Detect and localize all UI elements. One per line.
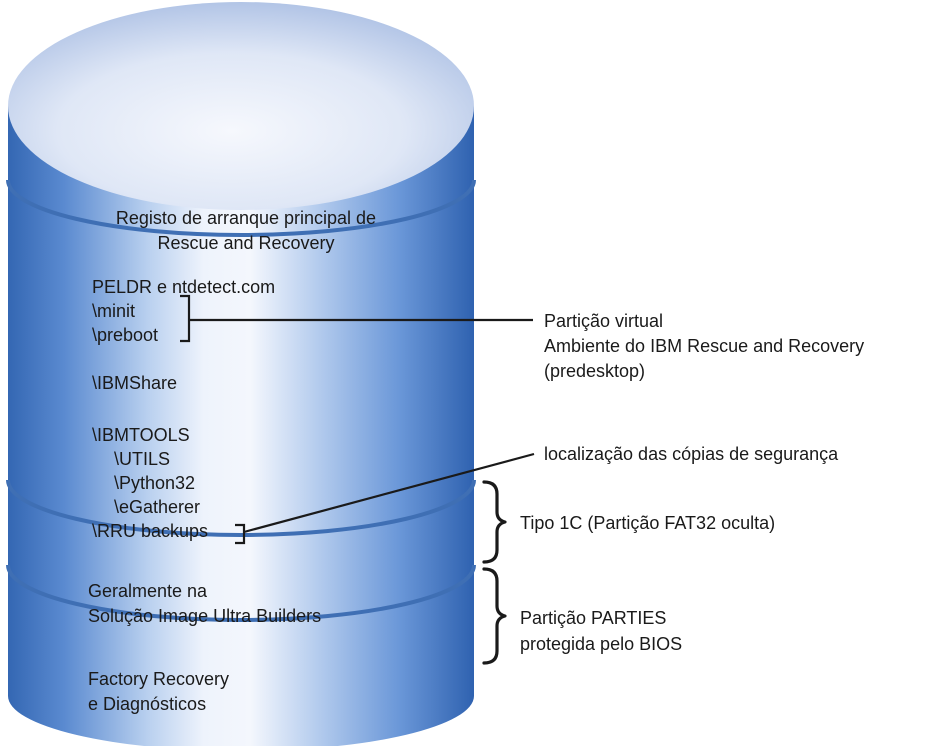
fat32-egatherer-label: \eGatherer (114, 497, 200, 517)
factory-label-line1: Factory Recovery (88, 669, 229, 689)
mbr-label-line1: Registo de arranque principal de (116, 208, 376, 228)
type-1c-label: Tipo 1C (Partição FAT32 oculta) (520, 513, 775, 533)
rru-backups-bracket (235, 523, 246, 545)
parties-brace (482, 567, 507, 665)
image-ultra-label-line2: Solução Image Ultra Builders (88, 606, 321, 626)
mbr-label-line2: Rescue and Recovery (157, 233, 334, 253)
parties-label-line1: Partição PARTIES (520, 608, 666, 628)
fat32-utils-label: \UTILS (114, 449, 170, 469)
fat32-minit-label: \minit (92, 301, 135, 321)
factory-label-line2: e Diagnósticos (88, 694, 206, 714)
cylinder-body (8, 106, 474, 746)
fat32-rru-backups-label: \RRU backups (92, 521, 208, 541)
fat32-ibmtools-label: \IBMTOOLS (92, 425, 190, 445)
virtual-partition-label-line2: Ambiente do IBM Rescue and Recovery (544, 336, 864, 356)
virtual-partition-label-line1: Partição virtual (544, 311, 663, 331)
backup-location-connector (243, 452, 535, 534)
separator-mbr (6, 179, 476, 237)
type-1c-brace (482, 480, 507, 564)
cylinder-top (8, 2, 474, 210)
backup-location-label: localização das cópias de segurança (544, 444, 839, 464)
parties-label-line2: protegida pelo BIOS (520, 634, 682, 654)
virtual-partition-bracket (180, 294, 191, 343)
fat32-preboot-label: \preboot (92, 325, 158, 345)
virtual-partition-label-line3: (predesktop) (544, 361, 645, 381)
separator-fat32 (6, 479, 476, 537)
fat32-ibmshare-label: \IBMShare (92, 373, 177, 393)
separator-image-ultra (6, 564, 476, 622)
image-ultra-label-line1: Geralmente na (88, 581, 208, 601)
fat32-peldr-label: PELDR e ntdetect.com (92, 277, 275, 297)
fat32-python32-label: \Python32 (114, 473, 195, 493)
